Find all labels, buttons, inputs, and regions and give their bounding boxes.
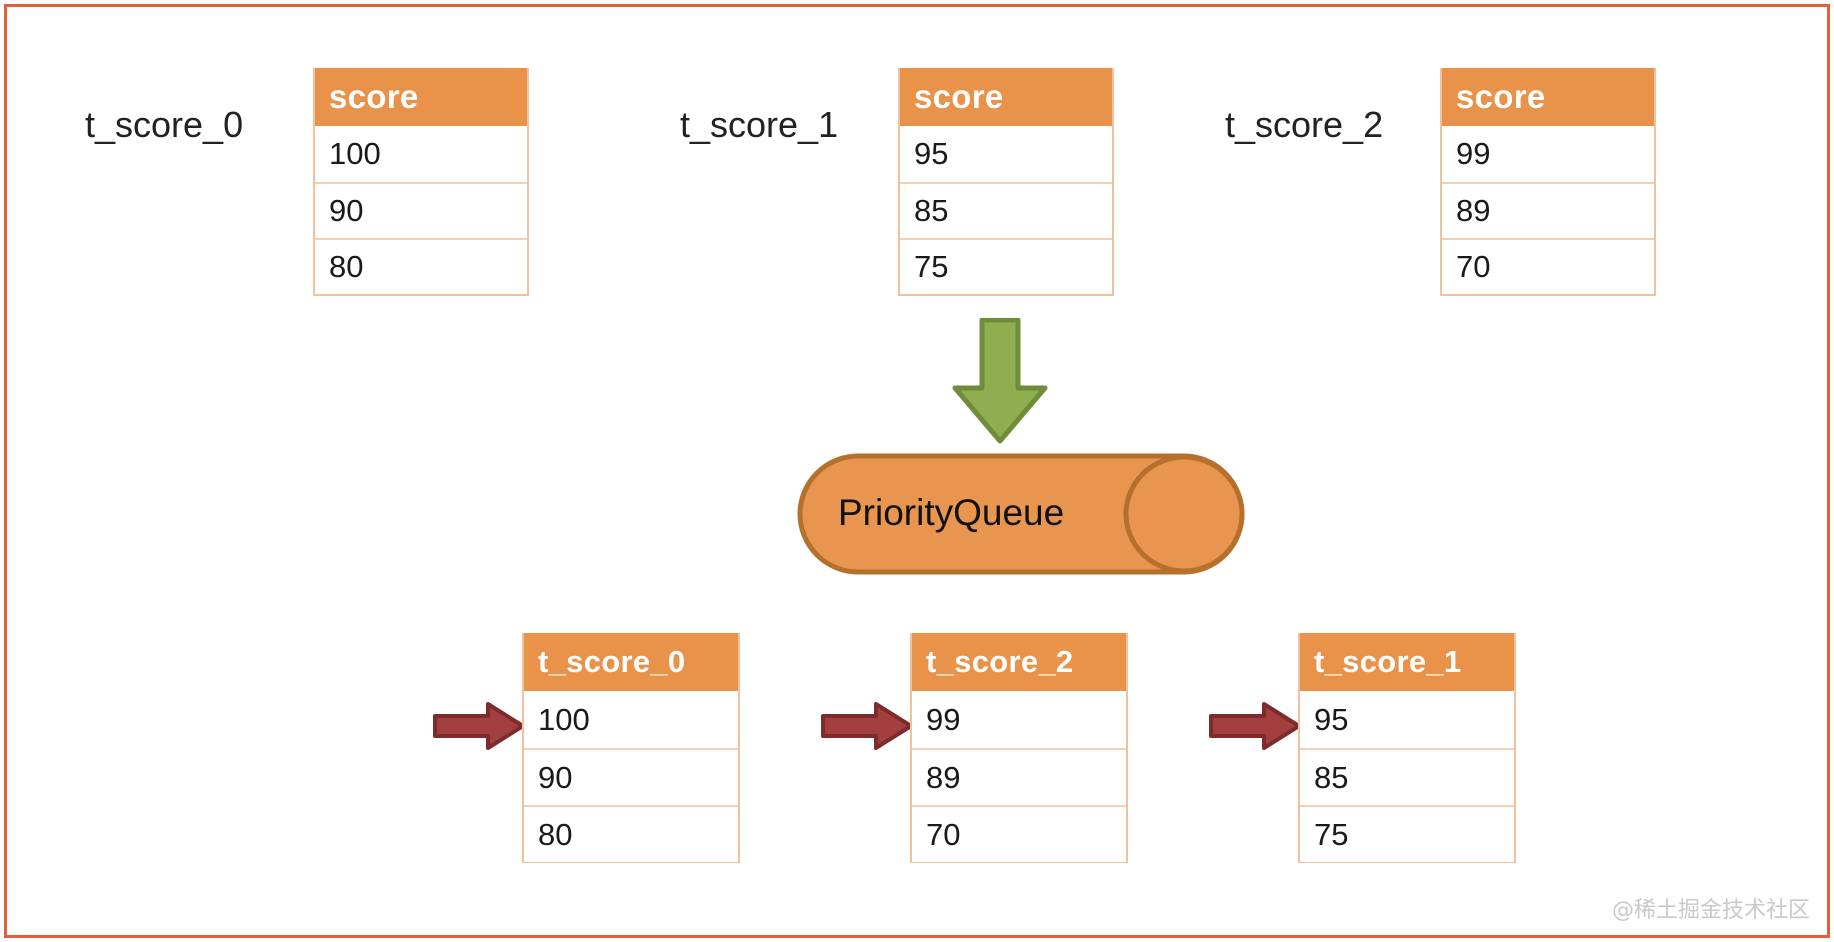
source-table-2-cell-1: 89 (1442, 182, 1654, 238)
result-table-2-cell-2: 75 (1300, 805, 1514, 862)
arrow-down-icon (950, 317, 1050, 444)
result-table-0-cell-2: 80 (524, 805, 738, 862)
source-table-1: score 95 85 75 (898, 68, 1114, 296)
result-table-2: t_score_1 95 85 75 (1298, 633, 1516, 863)
priority-queue-shape (796, 452, 1246, 577)
source-table-0-header: score (315, 68, 527, 126)
source-label-1: t_score_1 (680, 104, 839, 145)
watermark-text: @稀土掘金技术社区 (1611, 898, 1810, 923)
result-table-1-cell-0: 99 (912, 691, 1126, 748)
result-table-0: t_score_0 100 90 80 (522, 633, 740, 863)
source-label-0: t_score_0 (85, 104, 244, 145)
source-table-1-header: score (900, 68, 1112, 126)
result-table-2-cell-1: 85 (1300, 748, 1514, 805)
arrow-right-icon-2 (1209, 702, 1301, 750)
source-table-2-header: score (1442, 68, 1654, 126)
source-table-1-cell-1: 85 (900, 182, 1112, 238)
result-table-2-cell-0: 95 (1300, 691, 1514, 748)
source-table-0-cell-0: 100 (315, 126, 527, 182)
result-table-0-cell-0: 100 (524, 691, 738, 748)
source-table-2: score 99 89 70 (1440, 68, 1656, 296)
result-table-1-cell-2: 70 (912, 805, 1126, 862)
result-table-2-header: t_score_1 (1300, 633, 1514, 691)
result-table-0-cell-1: 90 (524, 748, 738, 805)
source-label-2: t_score_2 (1225, 104, 1384, 145)
source-table-2-cell-0: 99 (1442, 126, 1654, 182)
source-table-0: score 100 90 80 (313, 68, 529, 296)
result-table-1-cell-1: 89 (912, 748, 1126, 805)
source-table-0-cell-1: 90 (315, 182, 527, 238)
source-table-1-cell-0: 95 (900, 126, 1112, 182)
result-table-1-header: t_score_2 (912, 633, 1126, 691)
arrow-right-icon-0 (433, 702, 525, 750)
result-table-0-header: t_score_0 (524, 633, 738, 691)
source-table-0-cell-2: 80 (315, 238, 527, 294)
arrow-right-icon-1 (821, 702, 913, 750)
source-table-1-cell-2: 75 (900, 238, 1112, 294)
source-table-2-cell-2: 70 (1442, 238, 1654, 294)
result-table-1: t_score_2 99 89 70 (910, 633, 1128, 863)
